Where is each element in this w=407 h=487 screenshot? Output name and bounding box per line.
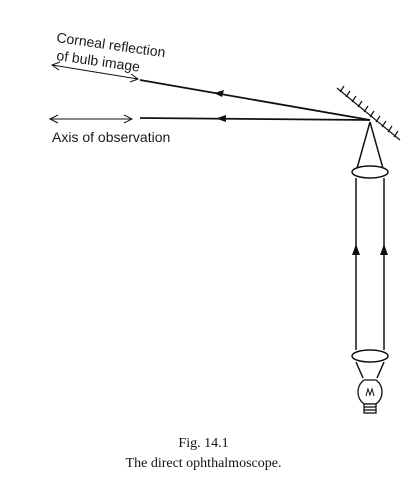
axis-of-observation-label: Axis of observation	[52, 129, 170, 145]
axis-extent-arrow	[48, 114, 134, 124]
figure-number: Fig. 14.1	[178, 436, 229, 451]
corneal-extent-arrow	[50, 61, 140, 83]
observation-ray	[139, 115, 371, 122]
mirror	[336, 85, 401, 141]
parallel-beam	[352, 178, 388, 350]
light-bulb-icon	[357, 379, 383, 414]
lower-lens	[351, 349, 389, 363]
corneal-reflection-ray	[139, 79, 371, 121]
figure-caption: The direct ophthalmoscope.	[125, 456, 282, 471]
diverging-beam	[355, 361, 385, 379]
converging-beam	[355, 121, 385, 173]
upper-lens	[351, 165, 389, 179]
